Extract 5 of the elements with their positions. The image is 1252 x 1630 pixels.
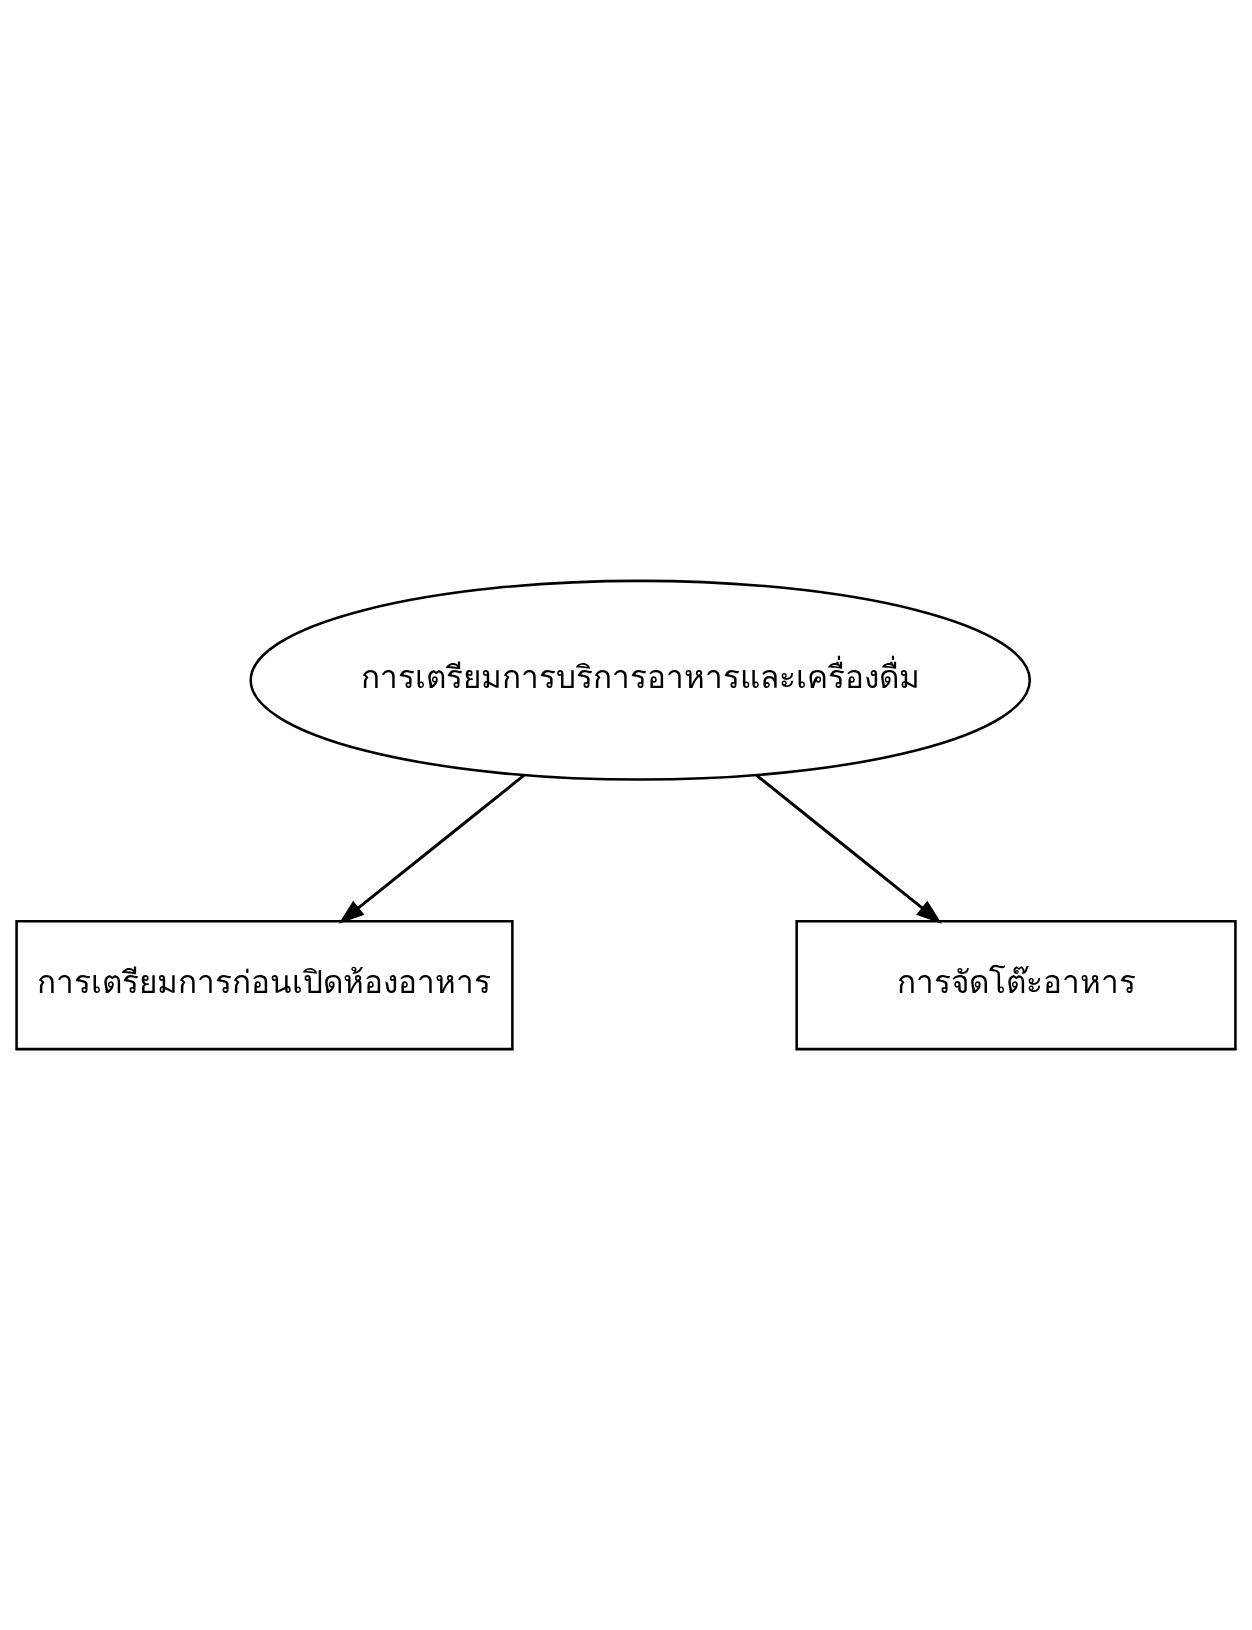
- node-ellipse: การเตรียมการบริการอาหารและเครื่องดื่ม: [249, 579, 1032, 781]
- arrow: [338, 774, 525, 924]
- node-box: การจัดโต๊ะอาหาร: [795, 919, 1237, 1051]
- arrow: [755, 774, 942, 924]
- node-box: การเตรียมการก่อนเปิดห้องอาหาร: [15, 919, 514, 1051]
